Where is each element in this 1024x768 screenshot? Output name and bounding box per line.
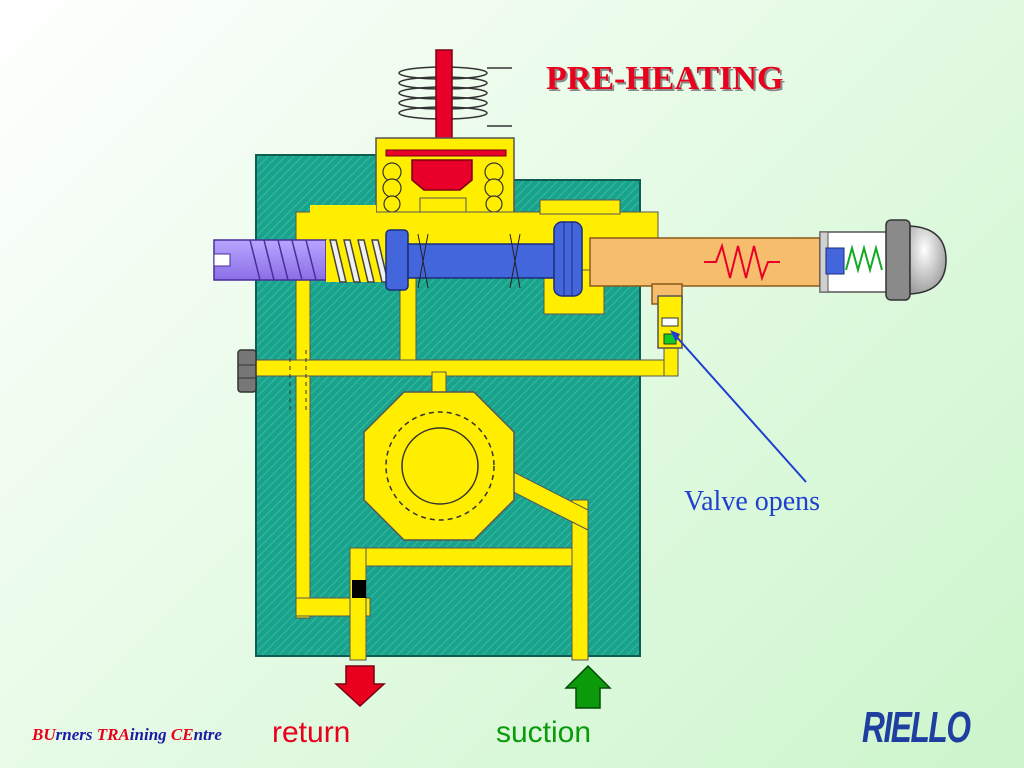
brand-part: ntre <box>193 725 222 744</box>
heating-resistor <box>704 242 780 282</box>
brand-part: BU <box>32 725 56 744</box>
dashed-passage <box>289 350 307 410</box>
return-arrow <box>334 665 386 708</box>
slide-title: PRE-HEATING <box>546 60 784 97</box>
suction-arrow <box>564 664 612 709</box>
valve-dome-cap <box>885 219 947 301</box>
top-valve-chamber <box>375 137 515 215</box>
gear-chamber <box>363 391 515 541</box>
solenoid-spring <box>398 66 512 127</box>
brand-part: ining <box>129 725 171 744</box>
regulator-spring <box>326 239 389 283</box>
suction-label: suction <box>496 716 592 749</box>
valve-callout-label: Valve opens <box>684 486 821 517</box>
brand-part: TRA <box>96 725 130 744</box>
non-return-block <box>352 580 366 598</box>
side-plug <box>237 349 257 393</box>
callout-pointer <box>670 330 807 483</box>
return-label: return <box>272 716 351 749</box>
brand-part: rners <box>55 725 97 744</box>
brand-part: CE <box>170 725 194 744</box>
riello-logo: RIELLO <box>862 703 971 752</box>
adjusting-screw <box>213 239 327 281</box>
valve-housing <box>819 231 891 293</box>
regulator-piston <box>385 221 583 297</box>
footer-brand: BUrners TRAining CEntre <box>32 725 222 745</box>
